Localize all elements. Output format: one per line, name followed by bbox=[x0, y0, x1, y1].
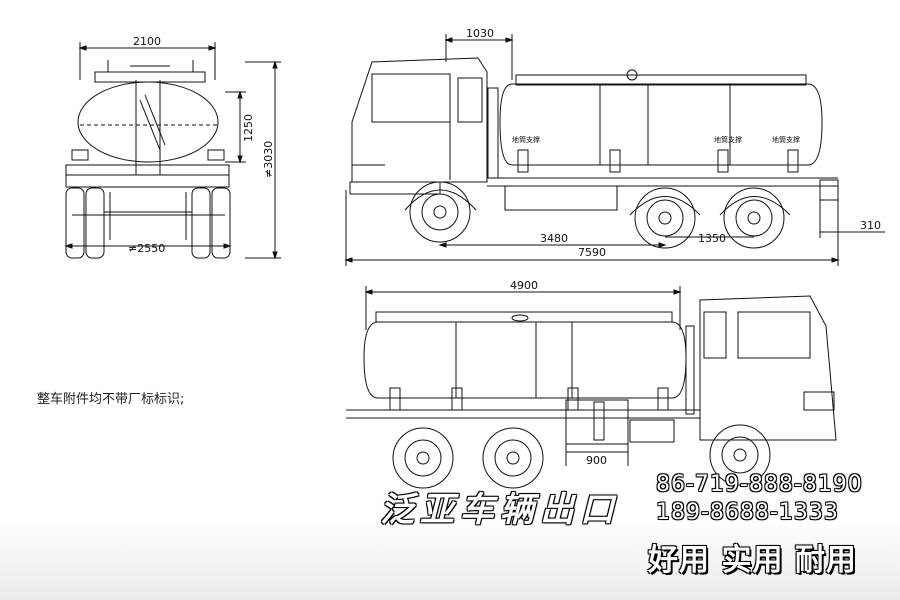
support-label-1: 地筒支撑 bbox=[512, 135, 540, 144]
box-dim: 900 bbox=[586, 454, 607, 467]
watermark-slogan: 好用 实用 耐用 bbox=[648, 543, 857, 578]
watermark-fade bbox=[0, 520, 900, 600]
support-label-2: 地筒支撑 bbox=[714, 135, 742, 144]
tank-height-dim: 1250 bbox=[242, 114, 255, 142]
side-view-lower: 4900 900 bbox=[346, 279, 837, 489]
support-label-3: 地筒支撑 bbox=[772, 135, 800, 144]
attachment-note: 整车附件均不带厂标标识; bbox=[37, 392, 185, 407]
cab-dim: 1030 bbox=[466, 27, 494, 40]
wheelbase-dim: 3480 bbox=[540, 232, 568, 245]
rear-axle-dim: 1350 bbox=[698, 232, 726, 245]
watermark-phone-1: 86-719-888-8190 bbox=[656, 472, 863, 497]
total-height-dim: ≠3030 bbox=[262, 141, 275, 178]
length-dim: 7590 bbox=[578, 246, 606, 259]
watermark-phone-2: 189-8688-1333 bbox=[656, 500, 839, 525]
watermark-brand: 泛亚车辆出口 bbox=[380, 490, 620, 530]
side-view-upper: 1030 地筒支撑 地筒支撑 地筒支撑 bbox=[344, 27, 885, 266]
tank-length-dim: 4900 bbox=[510, 279, 538, 292]
rear-overhang-dim: 310 bbox=[860, 219, 881, 232]
track-dim: ≠2550 bbox=[128, 242, 165, 255]
front-width-dim: 2100 bbox=[133, 35, 161, 48]
front-view: 2100 1250 bbox=[64, 35, 281, 260]
